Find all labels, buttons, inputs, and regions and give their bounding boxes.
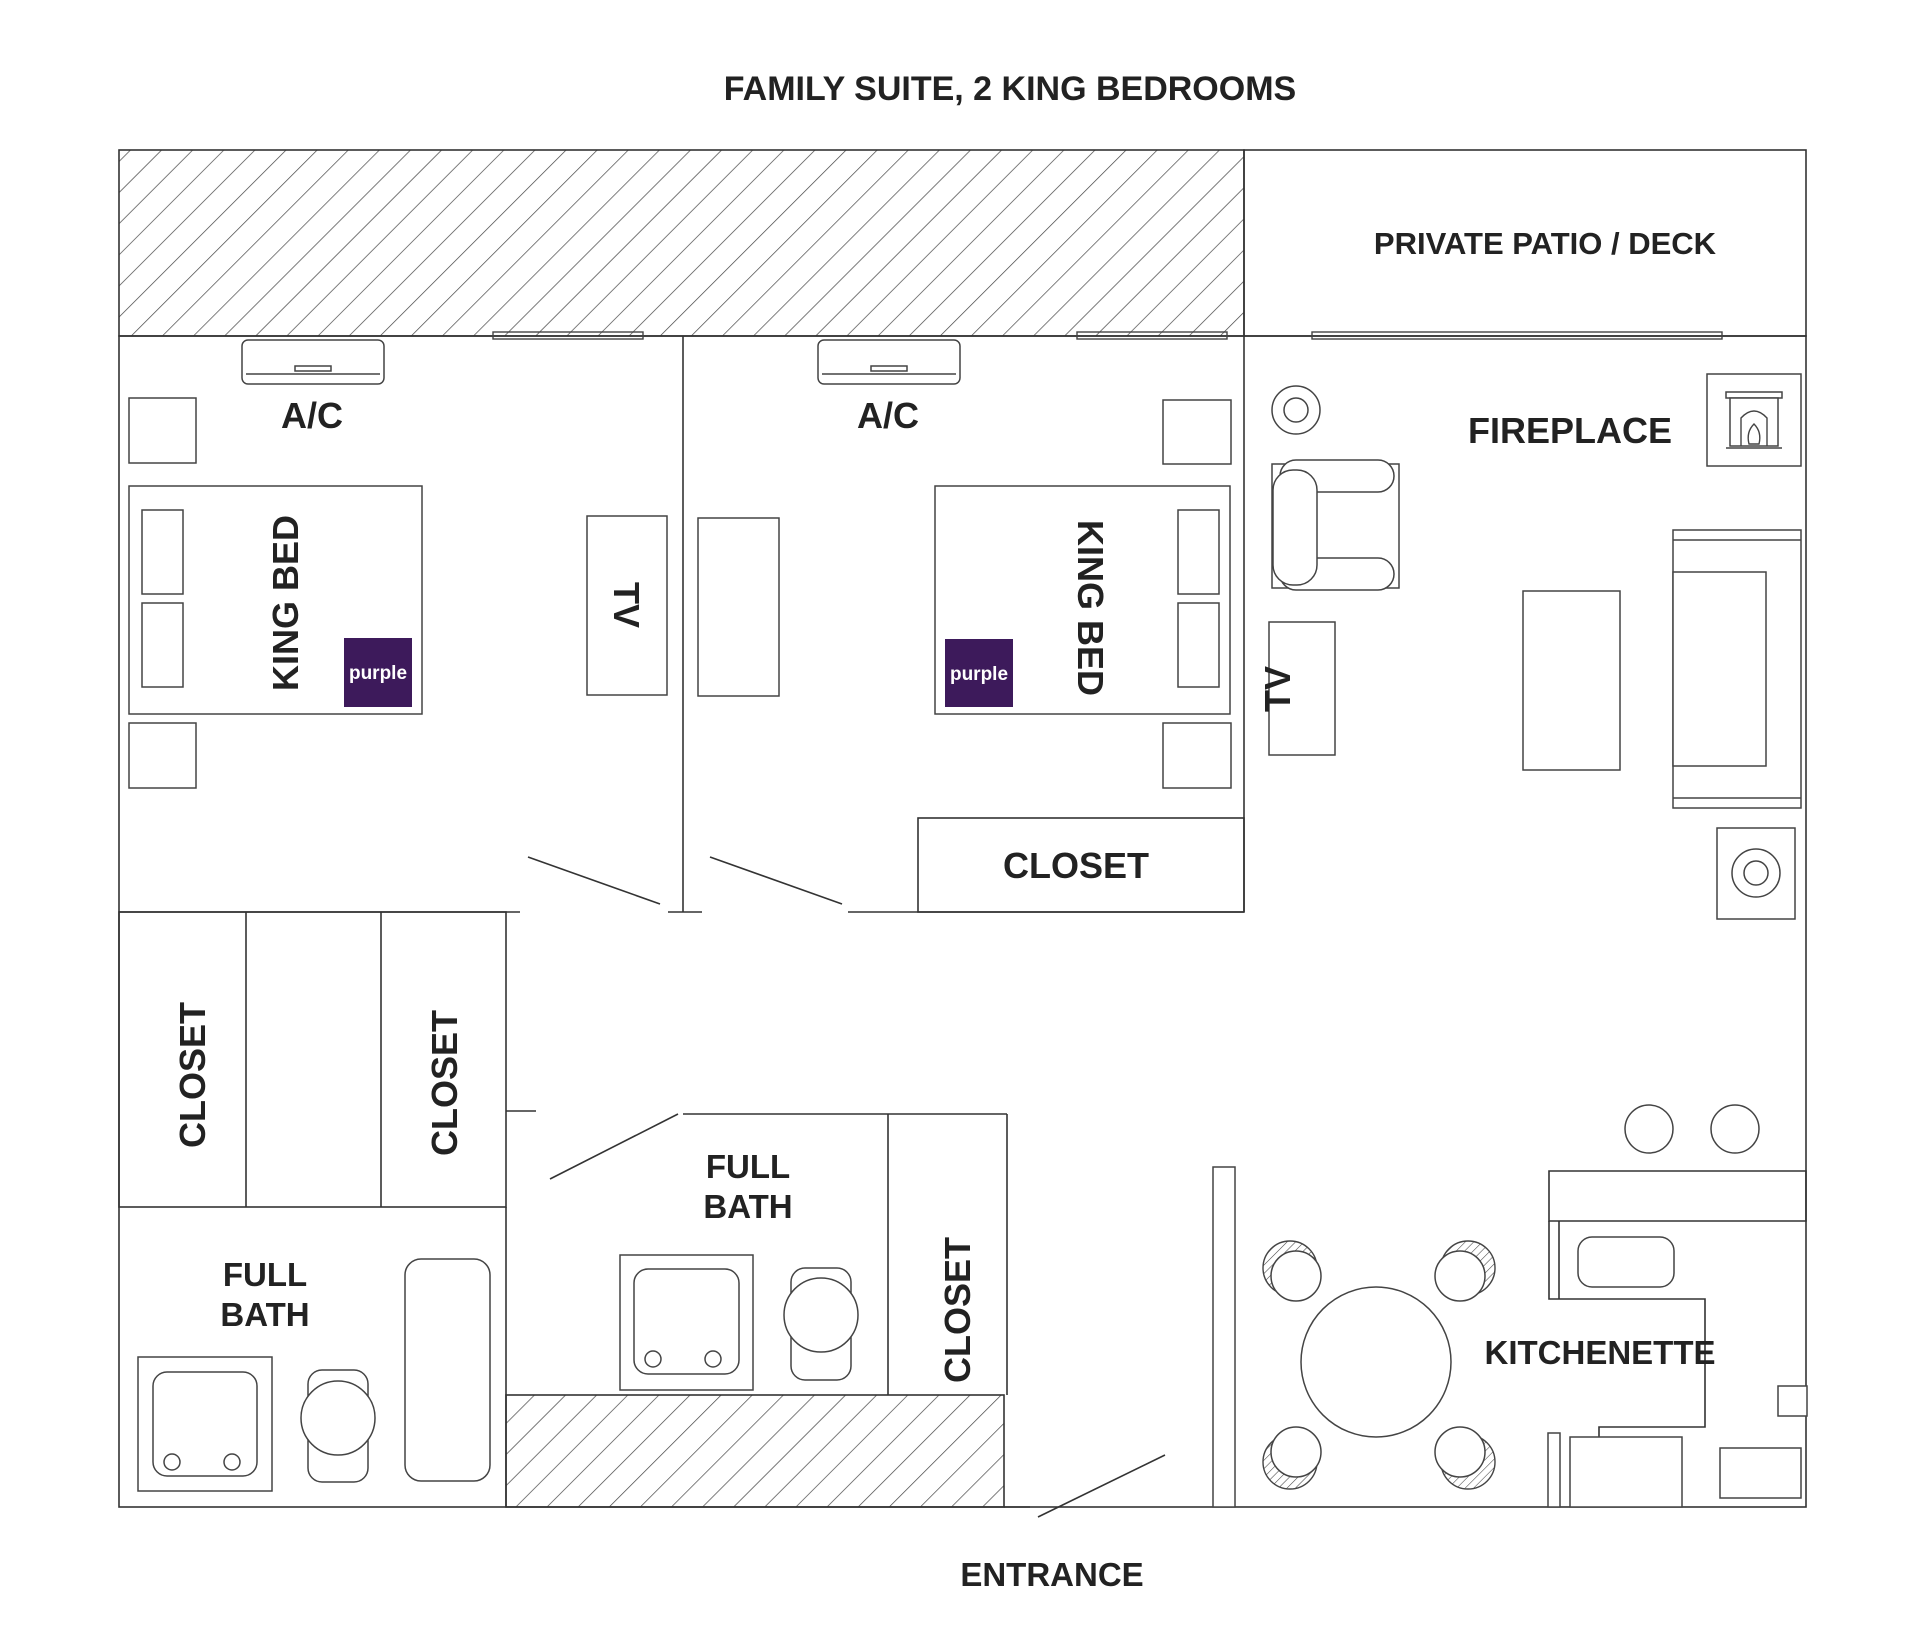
door-bedroom2 <box>709 856 843 905</box>
purple-logo: purple <box>344 638 412 707</box>
bath2-label-line2: BATH <box>703 1188 792 1225</box>
kitchen-counter <box>1547 1170 1808 1508</box>
entrance-label: ENTRANCE <box>960 1556 1143 1593</box>
toilet-icon <box>783 1267 859 1381</box>
lamp-icon <box>1271 385 1321 435</box>
shower-icon <box>137 1356 273 1492</box>
patio-slider <box>1311 331 1723 340</box>
tv-stand-living <box>1268 621 1336 756</box>
bath1-label-line2: BATH <box>220 1296 309 1333</box>
armchair-icon <box>1271 459 1400 591</box>
coffee-table <box>1522 590 1621 771</box>
stool-icon <box>1710 1104 1760 1154</box>
bath-closet-label: CLOSET <box>937 1237 978 1383</box>
closet-bedroom2-label: CLOSET <box>1003 845 1149 886</box>
bathtub-icon <box>404 1258 491 1482</box>
dining-table-icon <box>1300 1286 1452 1438</box>
king-bed-left-label: KING BED <box>265 515 306 691</box>
dresser <box>697 517 780 697</box>
plan-title: FAMILY SUITE, 2 KING BEDROOMS <box>724 70 1296 108</box>
hall-closets <box>118 911 507 1208</box>
fireplace-label: FIREPLACE <box>1468 410 1672 451</box>
patio-label: PRIVATE PATIO / DECK <box>1374 226 1717 261</box>
ac-right-label: A/C <box>857 395 919 436</box>
fireplace-icon <box>1706 373 1802 467</box>
svg-text:purple: purple <box>349 663 407 684</box>
closet-bedroom2 <box>917 817 1245 913</box>
door-bath2 <box>549 1113 679 1180</box>
sofa-icon <box>1672 529 1802 809</box>
stool-icon <box>1624 1104 1674 1154</box>
bath1-label-line1: FULL <box>223 1256 307 1293</box>
chair-icon <box>1262 1240 1322 1302</box>
kitchenette-label: KITCHENETTE <box>1485 1334 1716 1371</box>
air-conditioner-icon <box>817 339 961 385</box>
kitchen-partition <box>1212 1166 1236 1508</box>
king-bed-right-label: KING BED <box>1070 520 1111 696</box>
shower-icon <box>619 1254 754 1391</box>
king-bed-right <box>934 485 1231 715</box>
window-mid <box>1076 331 1228 340</box>
svg-text:purple: purple <box>950 664 1008 685</box>
nightstand-icon <box>128 722 197 789</box>
door-bedroom1 <box>527 856 661 905</box>
chair-icon <box>1434 1426 1496 1490</box>
hall-closet-mid-label: CLOSET <box>424 1010 465 1156</box>
toilet-icon <box>300 1369 376 1483</box>
nightstand-icon <box>1162 722 1232 789</box>
exterior-hatch-bottom <box>505 1394 1005 1508</box>
tv-living-label: TV <box>1257 666 1298 712</box>
hall-closet-left-label: CLOSET <box>172 1002 213 1148</box>
tv-stand-left <box>586 515 668 696</box>
window-left <box>492 331 644 340</box>
nightstand-icon <box>1162 399 1232 465</box>
chair-icon <box>1434 1240 1496 1302</box>
entrance-door <box>1037 1454 1166 1518</box>
tv-left-label: TV <box>606 582 647 628</box>
nightstand-icon <box>128 397 197 464</box>
purple-logo: purple <box>945 639 1013 707</box>
air-conditioner-icon <box>241 339 385 385</box>
chair-icon <box>1262 1426 1322 1490</box>
exterior-hatch-top <box>118 149 1245 337</box>
ac-left-label: A/C <box>281 395 343 436</box>
bath2-label-line1: FULL <box>706 1148 790 1185</box>
lamp-icon <box>1716 827 1796 920</box>
